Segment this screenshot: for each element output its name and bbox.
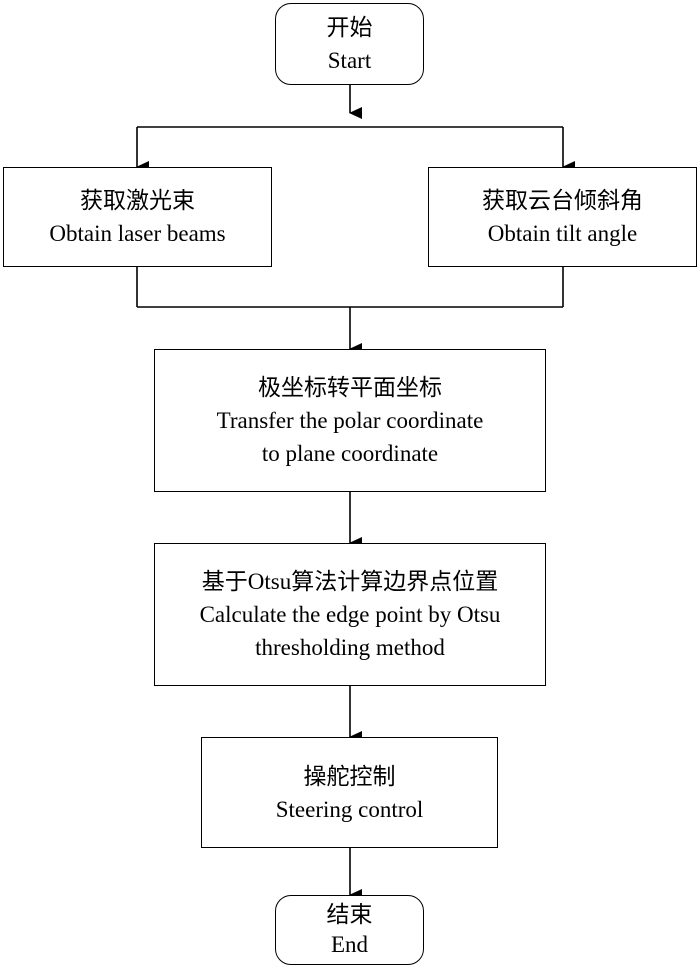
start-label-en: Start <box>327 48 372 73</box>
obtain-tilt-process: 获取云台倾斜角 Obtain tilt angle <box>428 167 697 267</box>
obtain-laser-label-zh: 获取激光束 <box>80 188 195 213</box>
transfer-coordinate-process: 极坐标转平面坐标 Transfer the polar coordinate t… <box>154 349 546 492</box>
end-label-en: End <box>330 932 369 957</box>
otsu-label-en-line2: thresholding method <box>255 635 445 660</box>
obtain-laser-label-en: Obtain laser beams <box>49 221 226 246</box>
transfer-label-en-line2: to plane coordinate <box>261 441 439 466</box>
steering-label-zh: 操舵控制 <box>303 763 396 789</box>
otsu-label-zh: 基于Otsu算法计算边界点位置 <box>201 569 499 594</box>
obtain-tilt-label-en: Obtain tilt angle <box>487 221 638 246</box>
start-label-zh: 开始 <box>326 15 373 40</box>
steering-control-process: 操舵控制 Steering control <box>201 737 498 848</box>
obtain-tilt-label-zh: 获取云台倾斜角 <box>482 188 643 213</box>
obtain-laser-process: 获取激光束 Obtain laser beams <box>3 167 272 267</box>
steering-label-en: Steering control <box>275 796 424 822</box>
end-terminal: 结束 End <box>275 895 424 965</box>
transfer-label-zh: 极坐标转平面坐标 <box>258 375 442 400</box>
otsu-edge-process: 基于Otsu算法计算边界点位置 Calculate the edge point… <box>154 543 546 686</box>
start-terminal: 开始 Start <box>275 3 424 85</box>
transfer-label-en-line1: Transfer the polar coordinate <box>216 408 484 433</box>
end-label-zh: 结束 <box>326 902 373 927</box>
otsu-label-en-line1: Calculate the edge point by Otsu <box>199 602 501 627</box>
